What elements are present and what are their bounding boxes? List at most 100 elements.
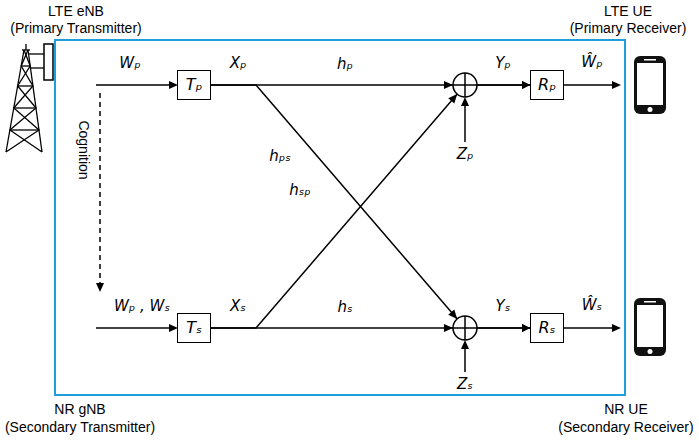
signal-label: Ŵₛ	[582, 296, 602, 314]
signal-line	[464, 349, 466, 372]
arrowhead	[444, 324, 453, 332]
signal-block: Rₚ	[530, 70, 564, 100]
label-holder: (Primary Transmitter)	[10, 19, 141, 37]
adder-plus	[464, 73, 466, 97]
signal-label: Cognition	[76, 120, 92, 179]
tower-brace	[21, 65, 30, 66]
label-holder: Yₛ	[496, 297, 511, 315]
label-holder: (Secondary Transmitter)	[5, 418, 155, 436]
tower-mast	[25, 44, 26, 50]
phone-button	[648, 107, 653, 112]
cognition-line	[99, 93, 101, 283]
label-holder: hₛ	[337, 298, 352, 316]
signal-label: Wₚ , Wₛ	[114, 297, 170, 315]
tower-brace	[10, 50, 42, 152]
signal-label: Wₚ	[119, 54, 140, 72]
label-holder: Wₚ	[119, 54, 140, 72]
arrowhead	[444, 81, 453, 89]
adder-circle	[453, 73, 477, 97]
signal-label: NR UE	[604, 401, 648, 417]
label-holder: NR gNB	[54, 400, 105, 418]
signal-label: Zₛ	[457, 375, 473, 393]
signal-label: Yₚ	[495, 54, 511, 72]
signal-line	[464, 106, 466, 142]
block-label: Rₛ	[538, 318, 555, 337]
phone-icon	[634, 56, 666, 114]
adder	[453, 316, 477, 340]
label-holder: Cognition	[75, 120, 93, 179]
adder-plus	[464, 316, 466, 340]
antenna-mount	[29, 53, 44, 54]
channel-line	[211, 85, 530, 328]
adder-circle	[453, 316, 477, 340]
label-holder: hₚ	[337, 55, 353, 73]
label-holder: Yₚ	[495, 54, 511, 72]
tower-brace	[10, 129, 39, 130]
phone-speaker	[644, 59, 656, 61]
phone-screen	[637, 305, 663, 347]
signal-block: Tₛ	[177, 313, 211, 343]
signal-label: (Primary Receiver)	[570, 20, 687, 36]
signal-line	[563, 327, 612, 329]
label-holder: LTE eNB	[48, 2, 104, 20]
adder	[453, 73, 477, 97]
arrowhead	[461, 340, 469, 349]
channel-label: hₛₚ	[289, 181, 311, 199]
label-holder: (Secondary Receiver)	[558, 418, 693, 436]
noise-arrowheads	[461, 97, 469, 349]
label-holder: Wₚ , Wₛ	[114, 297, 170, 315]
label-holder: Ŵₛ	[582, 296, 602, 314]
label-holder: Ŵₚ	[581, 53, 602, 71]
adder-input-arrowheads	[444, 81, 457, 332]
io-lines	[96, 85, 612, 328]
block-label: Tₛ	[186, 318, 202, 337]
signal-label: LTE UE	[604, 3, 652, 19]
arrowhead	[448, 94, 457, 103]
channel-label: hₛ	[337, 298, 352, 316]
arrowhead	[448, 310, 457, 319]
signal-label: NR gNB	[54, 401, 105, 417]
signal-label: Xₛ	[230, 297, 246, 315]
arrowhead	[461, 97, 469, 106]
signal-line	[563, 84, 612, 86]
block-label: Rₚ	[538, 75, 556, 94]
block-label: Tₚ	[186, 75, 203, 94]
signal-label: Xₚ	[230, 54, 247, 72]
signal-label: Ŵₚ	[581, 53, 602, 71]
phone-body	[634, 298, 666, 356]
phone-speaker	[644, 301, 656, 303]
signal-label: (Secondary Receiver)	[558, 419, 693, 435]
phone-screen	[637, 63, 663, 105]
label-holder: (Primary Receiver)	[570, 19, 687, 37]
signal-label: LTE eNB	[48, 3, 104, 19]
arrowhead	[96, 283, 104, 292]
channel-line	[211, 85, 530, 328]
cell-tower	[6, 44, 53, 152]
arrowhead	[612, 81, 621, 89]
signal-block: Rₛ	[530, 313, 564, 343]
label-holder: Zₛ	[457, 375, 473, 393]
phone-button	[648, 349, 653, 354]
channel-line	[211, 327, 530, 329]
tower-brace	[6, 50, 39, 152]
label-holder: Zₚ	[457, 145, 474, 163]
phone-body	[634, 56, 666, 114]
signal-label: Yₛ	[496, 297, 511, 315]
antenna-mount	[30, 67, 44, 68]
signal-label: (Secondary Transmitter)	[5, 419, 155, 435]
signal-label: (Primary Transmitter)	[10, 20, 141, 36]
label-holder: Xₛ	[230, 297, 246, 315]
label-holder: LTE UE	[604, 2, 652, 20]
system-boundary	[55, 40, 625, 395]
label-holder: hₛₚ	[289, 181, 311, 199]
signal-line	[96, 84, 169, 86]
label-holder: Xₚ	[230, 54, 247, 72]
label-holder: NR UE	[604, 400, 648, 418]
tower-brace	[18, 85, 33, 86]
signal-line	[96, 327, 169, 329]
signal-label: Zₚ	[457, 145, 474, 163]
label-holder: hₚₛ	[269, 147, 291, 165]
channel-label: hₚₛ	[269, 147, 291, 165]
signal-block: Tₚ	[177, 70, 211, 100]
phone-icon	[634, 298, 666, 356]
